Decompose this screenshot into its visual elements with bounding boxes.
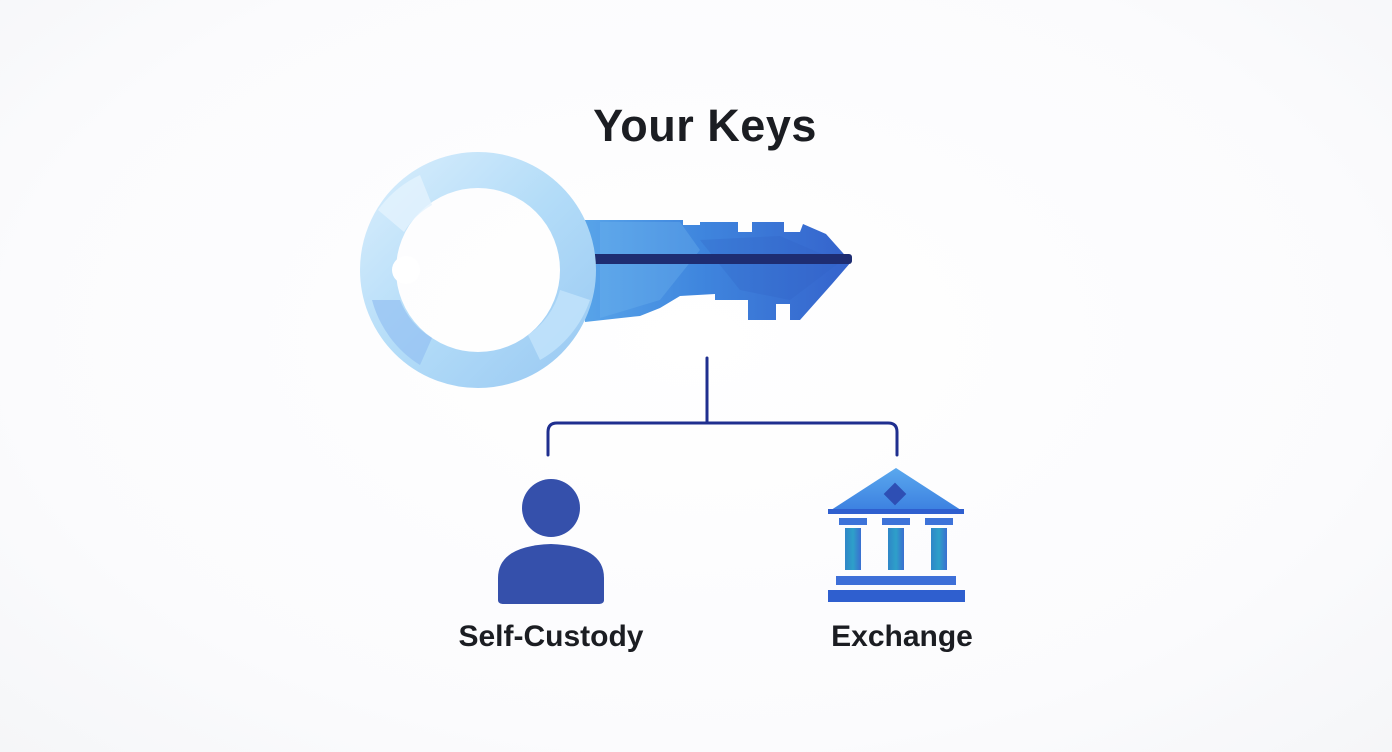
node-label-self-custody: Self-Custody <box>458 620 644 653</box>
diagram-title: Your Keys <box>593 100 817 151</box>
node-label-exchange: Exchange <box>831 620 973 653</box>
key-icon <box>360 152 852 388</box>
person-icon <box>498 479 604 604</box>
connector-lines <box>546 356 899 457</box>
connector-branch <box>546 421 899 457</box>
bank-building-icon <box>828 468 965 602</box>
